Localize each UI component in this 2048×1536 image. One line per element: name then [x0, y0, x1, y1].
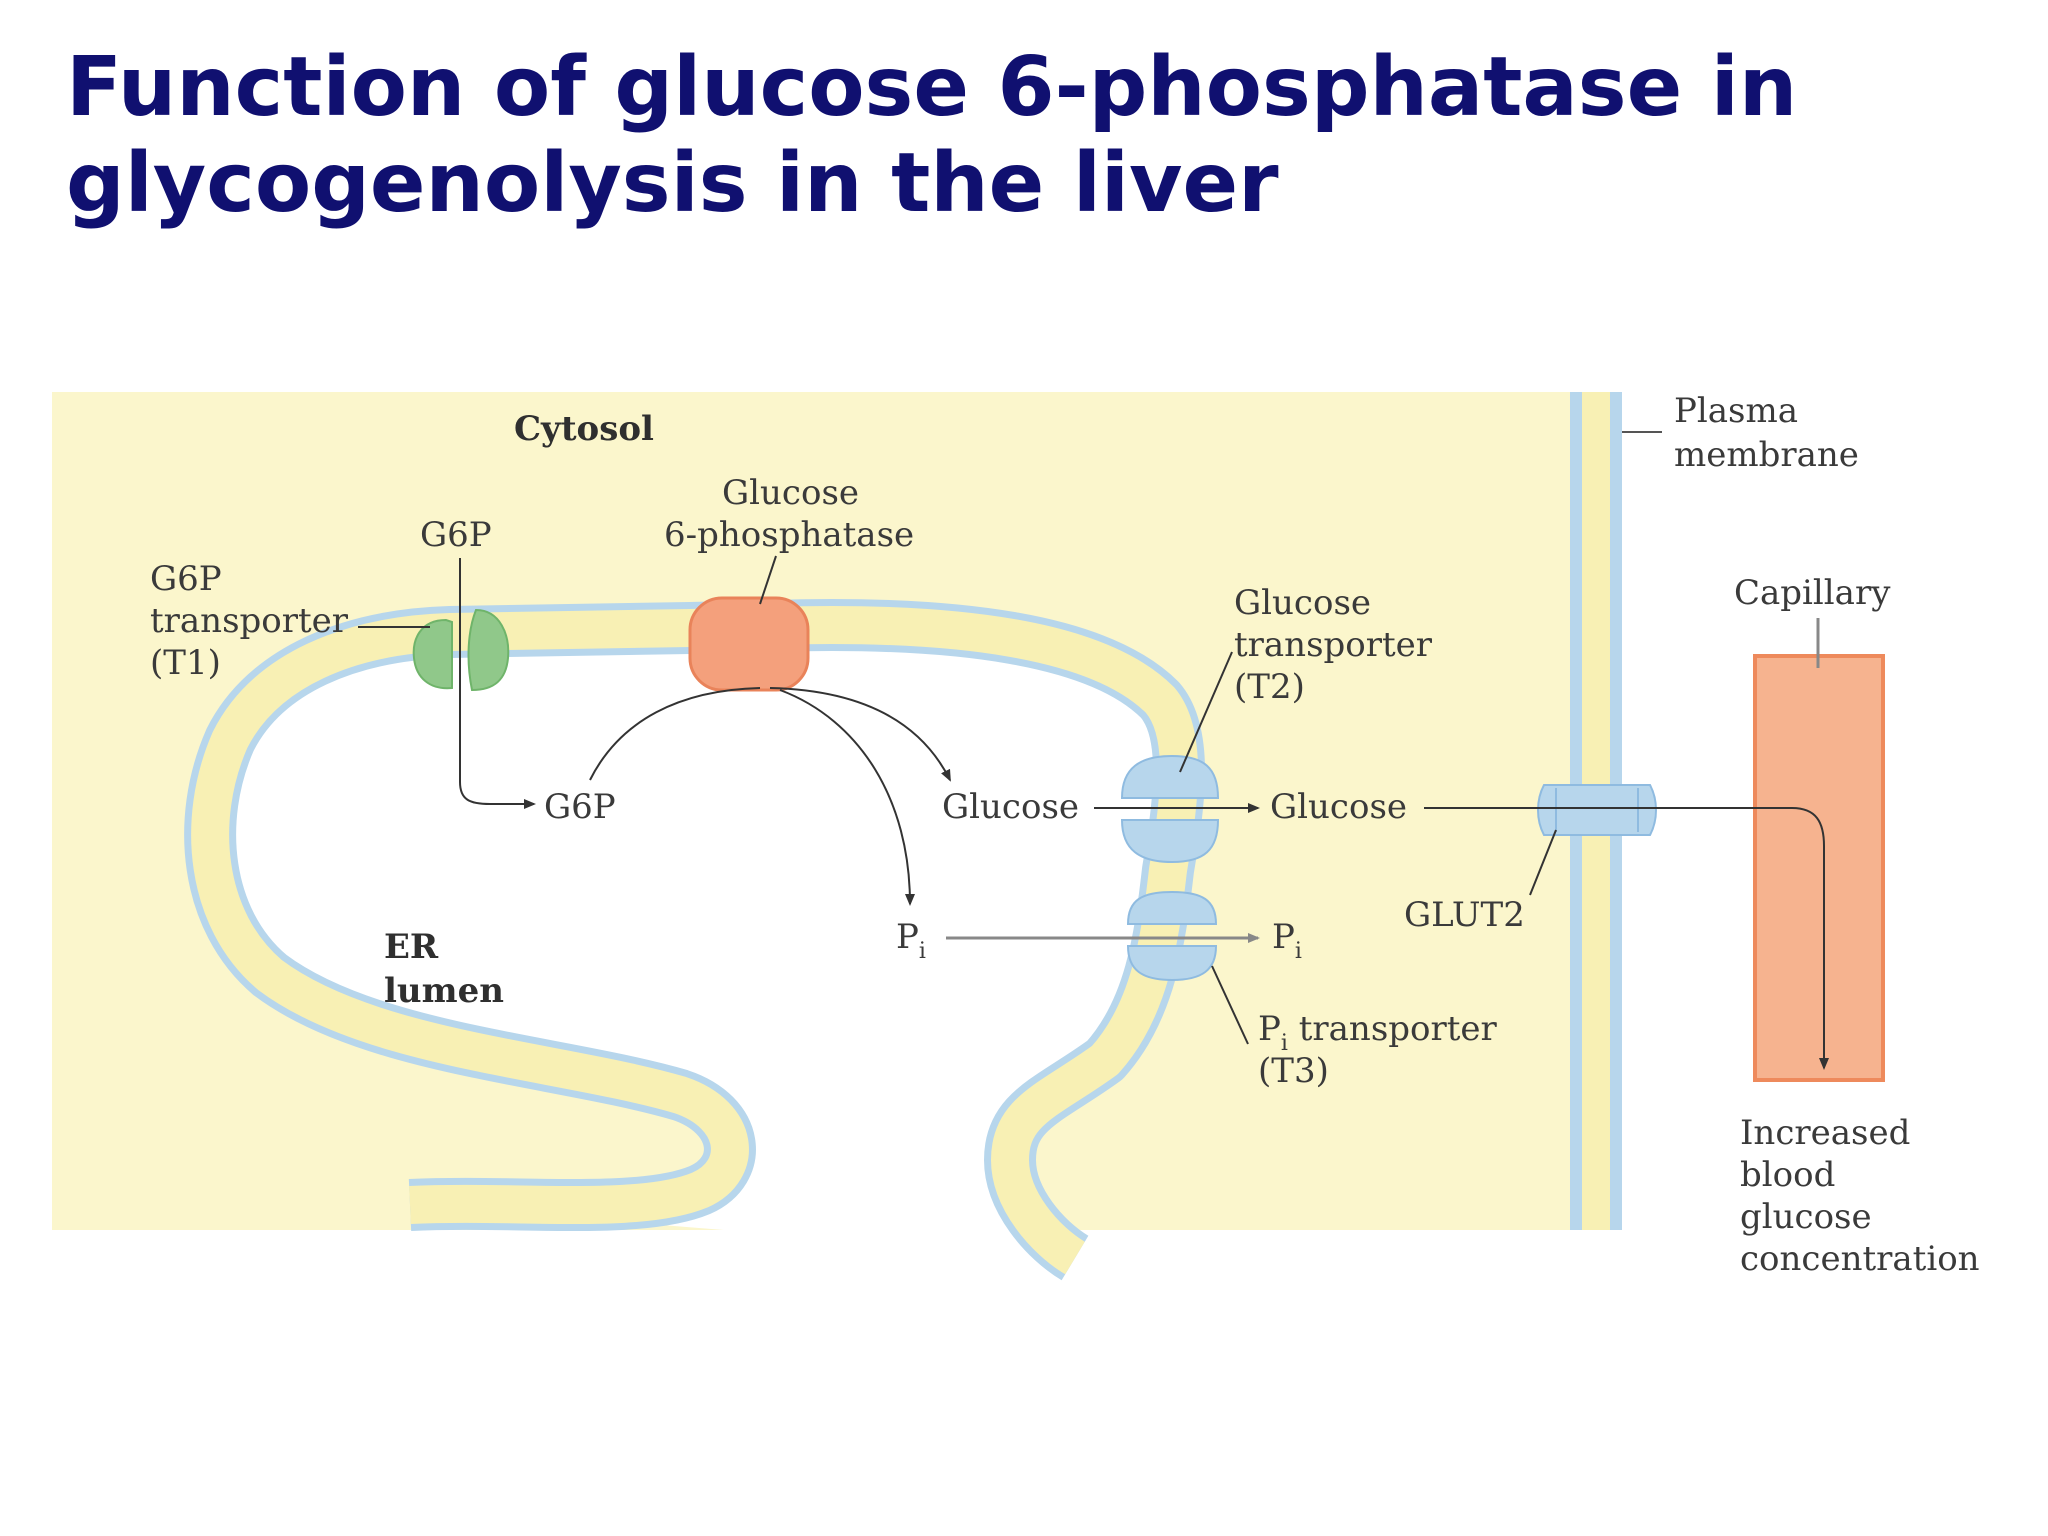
- pi-transporter-t3: [1126, 890, 1218, 982]
- glucose-lumen-label: Glucose: [942, 787, 1079, 827]
- t1-label-1: G6P: [150, 559, 222, 599]
- title-line-1: Function of glucose 6-phosphatase in: [66, 40, 1798, 135]
- capillary: [1753, 654, 1885, 1082]
- t2-pointer: [1179, 651, 1233, 773]
- g6p-cytosol-label: G6P: [420, 515, 492, 555]
- glut2-pointer: [1529, 829, 1557, 896]
- g6p-transporter-t1: [412, 608, 510, 692]
- glucose-6-phosphatase-enzyme: [688, 596, 810, 692]
- t3-label-1: Pi transporter: [1258, 1009, 1498, 1056]
- capillary-label: Capillary: [1734, 573, 1891, 613]
- t1-label-2: transporter: [150, 601, 349, 641]
- er-membrane-core: [191, 606, 1198, 1275]
- glucose-product-arrow: [769, 687, 951, 782]
- g6p-lumen-label: G6P: [544, 787, 616, 827]
- g6p-import-arrow: [459, 558, 536, 809]
- plasma-membrane-label-1: Plasma: [1674, 391, 1798, 431]
- page-title: Function of glucose 6-phosphatase in gly…: [66, 40, 1966, 232]
- glucose-transporter-t2: [1120, 754, 1220, 864]
- glut2-label: GLUT2: [1404, 895, 1525, 935]
- t2-label-2: transporter: [1234, 625, 1433, 665]
- pi-cytosol-label: Pi: [1272, 917, 1302, 964]
- pi-product-arrow: [779, 689, 915, 906]
- g6pase-label-1: Glucose: [722, 473, 859, 513]
- t1-label-3: (T1): [150, 643, 221, 683]
- blood-label-3: glucose: [1740, 1197, 1872, 1237]
- t3-pointer: [1211, 965, 1249, 1045]
- glut2-transporter: [1537, 784, 1657, 836]
- glucose-to-blood-arrow: [1424, 807, 1829, 1070]
- t2-label-1: Glucose: [1234, 583, 1371, 623]
- er-membrane: [184, 599, 1205, 1281]
- er-lumen-label-1: ER: [384, 927, 439, 967]
- er-lumen-label-2: lumen: [384, 971, 504, 1011]
- title-line-2: glycogenolysis in the liver: [66, 136, 1279, 231]
- blood-label-2: blood: [1740, 1155, 1835, 1195]
- pi-lumen-label: Pi: [896, 917, 926, 964]
- cytosol-label: Cytosol: [514, 409, 654, 449]
- g6pase-label-2: 6-phosphatase: [664, 515, 914, 555]
- g6pase-pointer: [759, 555, 777, 605]
- t3-label-2: (T3): [1258, 1051, 1329, 1091]
- blood-label-1: Increased: [1740, 1113, 1910, 1153]
- enzyme-from-g6p-arrow: [589, 687, 761, 781]
- blood-label-4: concentration: [1740, 1239, 1980, 1279]
- glucose-cytosol-label: Glucose: [1270, 787, 1407, 827]
- t2-label-3: (T2): [1234, 667, 1305, 707]
- plasma-membrane-label-2: membrane: [1674, 435, 1859, 475]
